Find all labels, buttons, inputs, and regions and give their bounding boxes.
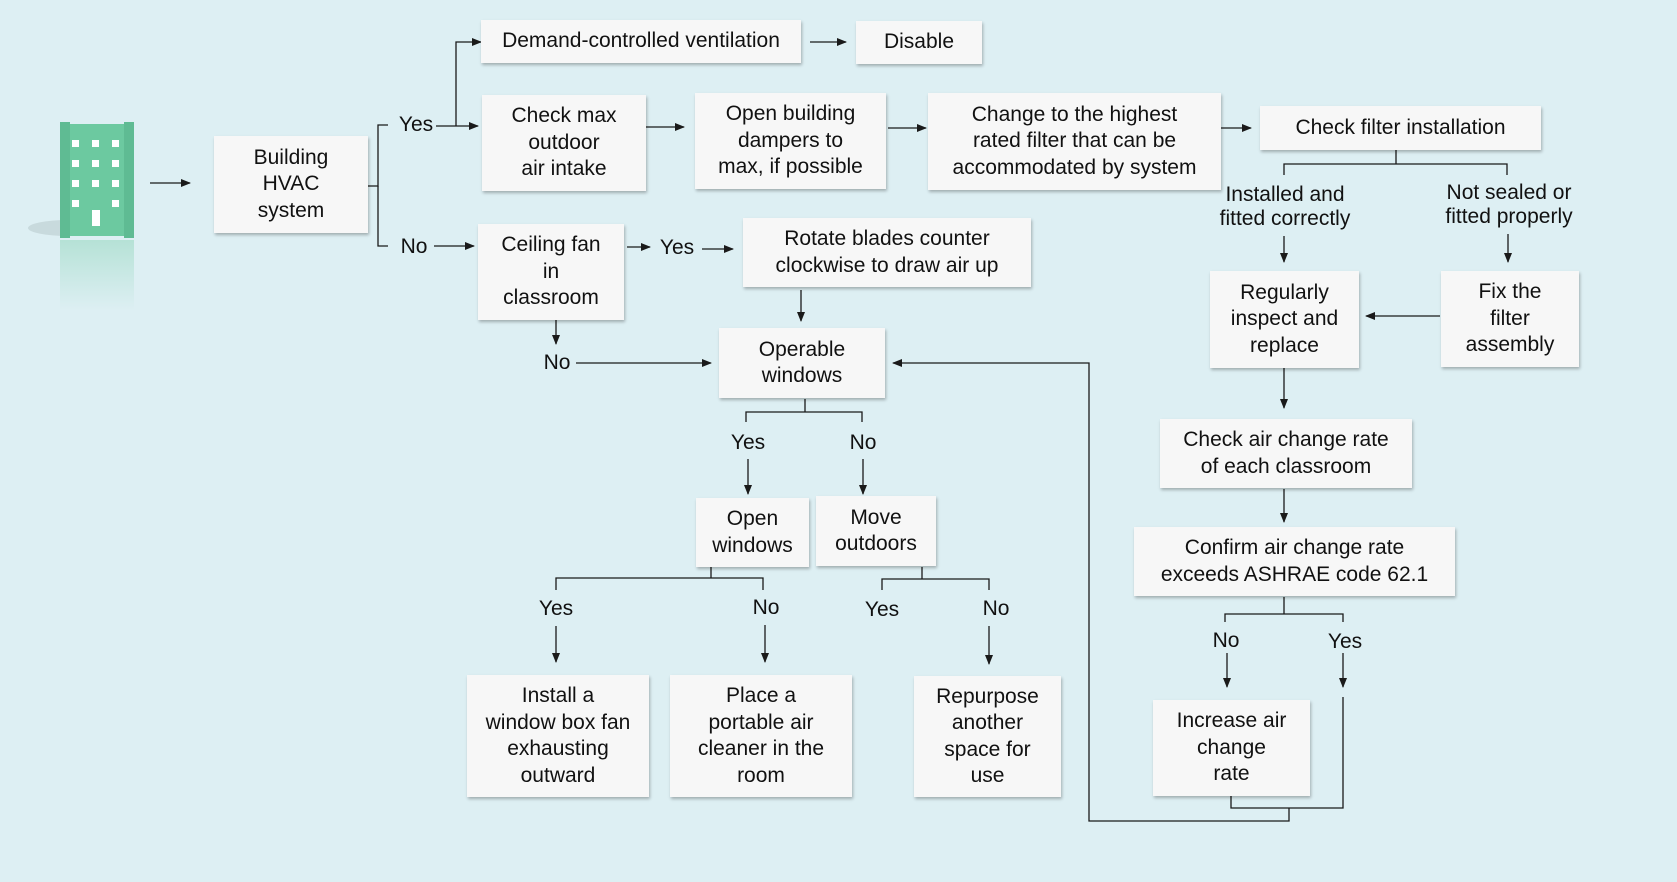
label-fan-yes: Yes — [659, 236, 695, 259]
operable-windows-box: Operable windows — [719, 328, 885, 398]
label-confirm-yes: Yes — [1327, 630, 1363, 653]
bracket-hvac-no — [377, 186, 388, 247]
move-outdoors-box: Move outdoors — [816, 496, 936, 566]
disable-box: Disable — [856, 21, 982, 64]
ceiling-fan-box: Ceiling fan in classroom — [478, 224, 624, 320]
fix-filter-assembly-box: Fix the filter assembly — [1441, 271, 1579, 367]
increase-air-change-box: Increase air change rate — [1153, 700, 1310, 796]
window-box-fan-box: Install a window box fan exhausting outw… — [467, 675, 649, 797]
label-open-yes: Yes — [538, 597, 574, 620]
demand-controlled-ventilation-box: Demand-controlled ventilation — [481, 20, 801, 63]
inspect-replace-box: Regularly inspect and replace — [1210, 271, 1359, 368]
label-operable-yes: Yes — [730, 431, 766, 454]
label-confirm-no: No — [1212, 629, 1240, 652]
label-open-no: No — [752, 596, 780, 619]
open-windows-box: Open windows — [696, 498, 809, 567]
label-installed-correctly: Installed and fitted correctly — [1219, 183, 1351, 230]
highest-rated-filter-box: Change to the highest rated filter that … — [928, 93, 1221, 190]
bracket-hvac — [368, 124, 388, 187]
building-icon — [28, 122, 134, 310]
repurpose-space-box: Repurpose another space for use — [914, 676, 1061, 797]
label-move-yes: Yes — [864, 598, 900, 621]
label-hvac-yes: Yes — [398, 113, 434, 136]
check-filter-installation-box: Check filter installation — [1260, 106, 1541, 150]
portable-air-cleaner-box: Place a portable air cleaner in the room — [670, 675, 852, 797]
label-hvac-no: No — [400, 235, 428, 258]
label-not-sealed: Not sealed or fitted properly — [1445, 181, 1573, 228]
check-max-outdoor-air-box: Check max outdoor air intake — [482, 95, 646, 191]
building-hvac-system-box: Building HVAC system — [214, 136, 368, 233]
check-air-change-rate-box: Check air change rate of each classroom — [1160, 419, 1412, 488]
open-dampers-box: Open building dampers to max, if possibl… — [695, 93, 886, 189]
confirm-ashrae-box: Confirm air change rate exceeds ASHRAE c… — [1134, 527, 1455, 596]
label-fan-no: No — [543, 351, 571, 374]
label-move-no: No — [982, 597, 1010, 620]
label-operable-no: No — [849, 431, 877, 454]
rotate-blades-box: Rotate blades counter clockwise to draw … — [743, 218, 1031, 287]
